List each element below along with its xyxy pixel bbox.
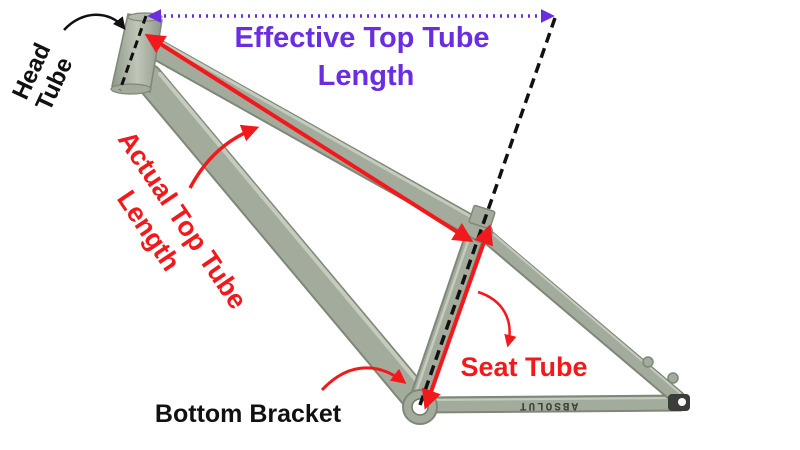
bottom-bracket-label: Bottom Bracket <box>155 400 342 428</box>
seat-tube-callout-arrow <box>477 290 517 348</box>
effective-top-tube-label-line1: Effective Top Tube <box>234 22 489 54</box>
head-tube-axis-dashed-line <box>118 15 148 91</box>
rear-dropout <box>668 394 690 411</box>
actual-top-tube-callout-arrow <box>188 124 260 189</box>
seat-tube-arrow <box>421 224 494 410</box>
bottom-bracket-callout-arrow <box>320 366 407 392</box>
brake-mount <box>642 356 679 384</box>
actual-top-tube-arrow <box>144 33 474 243</box>
frame-decal: ABSOLUT <box>518 399 578 411</box>
head-tube-callout-arrow <box>63 13 126 31</box>
seat-tube-label: Seat Tube <box>460 352 587 382</box>
effective-top-tube-label-line2: Length <box>318 60 415 92</box>
